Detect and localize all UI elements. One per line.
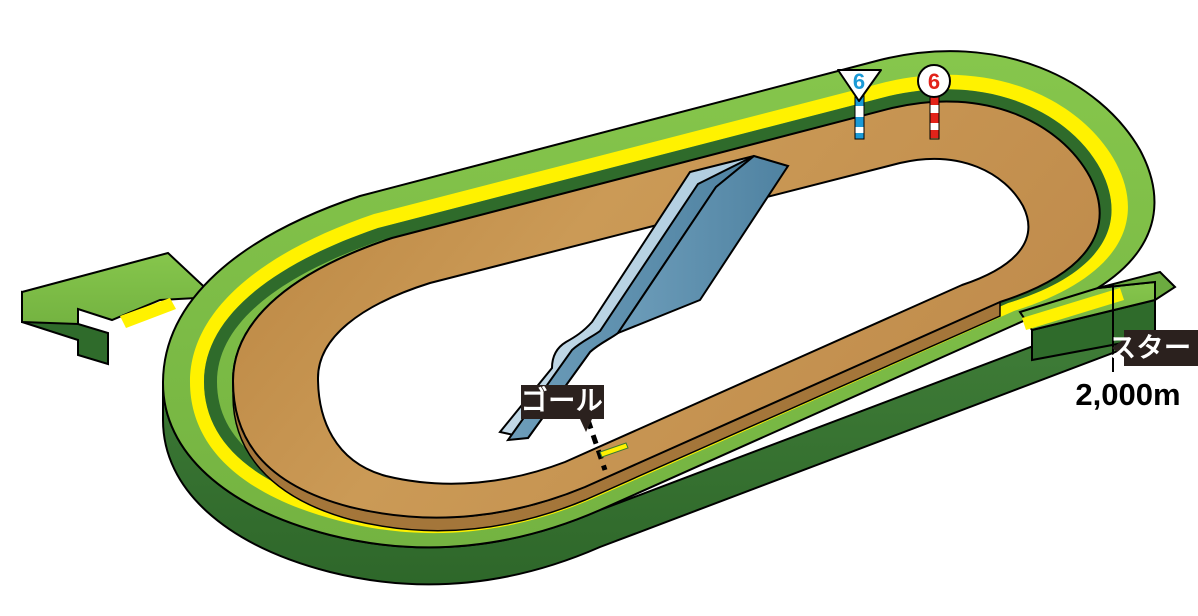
- distance-text-halo: 2,000m: [1075, 377, 1180, 412]
- red-pole-stripe-1: [930, 95, 939, 105]
- blue-marker-number: 6: [853, 69, 865, 94]
- left-chute-surface: [21, 251, 218, 326]
- dirt-surface-ring: [231, 100, 1101, 519]
- pond-surface-dark: [505, 155, 755, 442]
- goal-line-rail-mark: [599, 442, 629, 458]
- yellow-rail-left-chute: [120, 298, 176, 328]
- distance-text: 2,000m: [1075, 377, 1180, 412]
- red-pole-stripe-2: [930, 113, 939, 123]
- goal-callout-box: [521, 385, 604, 432]
- start-banner-box: [1112, 330, 1198, 366]
- goal-dashed-line: [585, 419, 608, 471]
- blue-marker-triangle-icon: [837, 69, 882, 102]
- yellow-rail-start-chute: [1022, 288, 1124, 330]
- blue-pole-stripe-3: [855, 133, 864, 139]
- goal-line-group: [585, 419, 629, 471]
- start-chute-end-cap: [1097, 270, 1177, 302]
- blue-pole-stripe-2: [855, 117, 864, 127]
- marker-furlong-pole-blue[interactable]: 6: [837, 69, 882, 140]
- start-banner[interactable]: スタート: [1109, 330, 1198, 366]
- infield-pond: [498, 154, 790, 442]
- pond-bank-dark: [615, 154, 790, 336]
- red-pole-stripe-3: [930, 130, 939, 138]
- marker-furlong-pole-red[interactable]: 6: [917, 64, 951, 140]
- dirt-course: [231, 100, 1101, 532]
- red-marker-number: 6: [928, 69, 940, 94]
- start-label-text: スタート: [1109, 333, 1198, 363]
- goal-label-text: ゴール: [521, 385, 604, 416]
- goal-callout[interactable]: ゴール: [521, 385, 604, 432]
- red-marker-circle-icon: [917, 64, 951, 98]
- distance-label: 2,000m 2,000m: [1072, 374, 1183, 415]
